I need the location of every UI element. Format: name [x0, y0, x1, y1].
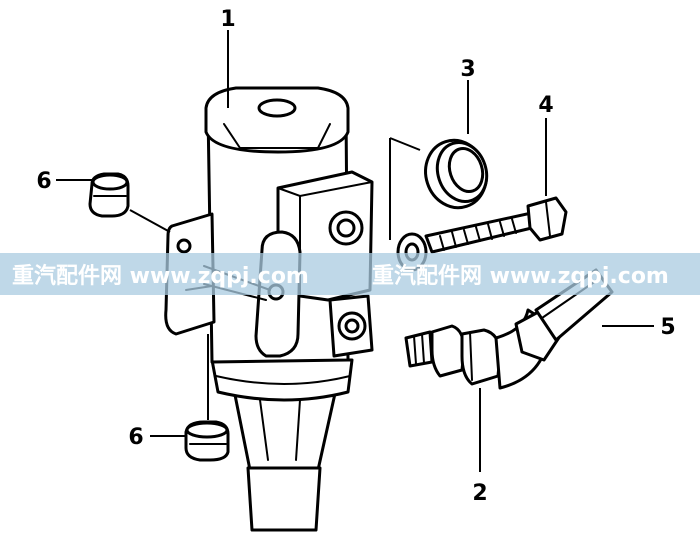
sealing-ring-part-3 — [424, 138, 489, 210]
watermark-text-right: 重汽配件网 www.zqpj.com — [372, 263, 669, 289]
callout-5: 5 — [660, 315, 675, 340]
callout-4: 4 — [538, 93, 553, 118]
callout-3: 3 — [460, 57, 475, 82]
callout-labels: 1 2 3 4 5 6 6 — [36, 7, 675, 506]
callout-6-upper: 6 — [36, 169, 51, 194]
elbow-fitting-part-2 — [404, 308, 562, 390]
plug-upper-part-6 — [88, 172, 130, 218]
watermark-band: 重汽配件网 www.zqpj.com 重汽配件网 www.zqpj.com — [0, 253, 700, 295]
leader-lines — [56, 30, 654, 472]
callout-2: 2 — [472, 481, 487, 506]
callout-1: 1 — [220, 7, 235, 32]
plug-lower-part-6 — [184, 420, 230, 462]
callout-6-lower: 6 — [128, 425, 143, 450]
watermark-text-left: 重汽配件网 www.zqpj.com — [12, 263, 309, 289]
